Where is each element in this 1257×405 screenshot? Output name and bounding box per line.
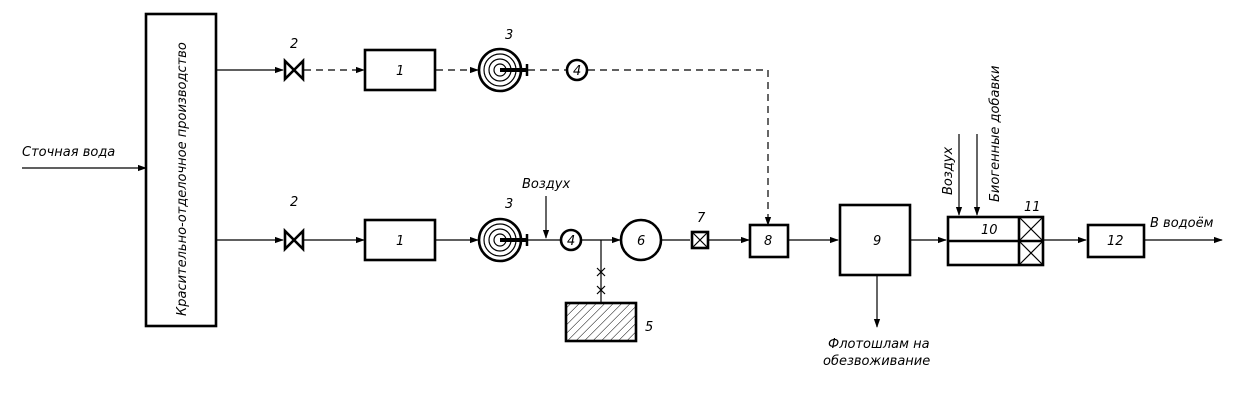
unit-1-top-number: 1: [396, 64, 404, 79]
valve-top: [283, 57, 305, 83]
unit-11: [1018, 216, 1044, 266]
pump-bottom: [477, 217, 529, 263]
unit-7: [690, 230, 710, 250]
unit-7-number: 7: [697, 211, 706, 226]
valve-bottom-number: 2: [290, 195, 298, 210]
meter-4-bottom: [559, 228, 583, 252]
meter-4-top: [565, 58, 589, 82]
unit-9: [838, 203, 912, 277]
unit-11-number: 11: [1024, 200, 1041, 215]
unit-12-number: 12: [1107, 234, 1124, 249]
production-label: Красительно-отделочное производство: [175, 42, 190, 316]
bottom-line: 2 1 3 Воздух 4 5: [216, 66, 1223, 369]
air-label-2: Воздух: [941, 147, 956, 195]
valve-bottom: [283, 227, 305, 253]
unit-1-bottom-number: 1: [396, 234, 404, 249]
wastewater-inlet: Сточная вода: [22, 145, 147, 172]
unit-9-number: 9: [873, 234, 881, 249]
wastewater-label: Сточная вода: [22, 145, 115, 160]
unit-8: [748, 223, 790, 259]
unit-1-bottom: [363, 218, 437, 262]
meter-4-bottom-number: 4: [567, 234, 575, 249]
sludge-label-line2: обезвоживание: [823, 354, 930, 369]
unit-6: [619, 218, 663, 262]
pump-top: [477, 47, 529, 93]
unit-10-number: 10: [981, 223, 998, 238]
meter-4-top-number: 4: [573, 64, 581, 79]
unit-5: [564, 301, 638, 343]
unit-12: [1086, 223, 1146, 259]
pump-top-number: 3: [505, 28, 513, 43]
unit-8-number: 8: [764, 234, 772, 249]
pump-bottom-number: 3: [505, 197, 513, 212]
unit-5-number: 5: [645, 320, 653, 335]
production-block: Красительно-отделочное производство: [144, 12, 218, 328]
sludge-label-line1: Флотошлам на: [828, 337, 930, 352]
unit-6-number: 6: [637, 234, 645, 249]
top-line: 2 1 3 4: [216, 28, 772, 226]
air-label-1: Воздух: [522, 177, 570, 192]
unit-1-top: [363, 48, 437, 92]
nutrients-label: Биогенные добавки: [988, 66, 1003, 202]
outlet-label: В водоём: [1150, 216, 1214, 231]
valve-top-number: 2: [290, 37, 298, 52]
